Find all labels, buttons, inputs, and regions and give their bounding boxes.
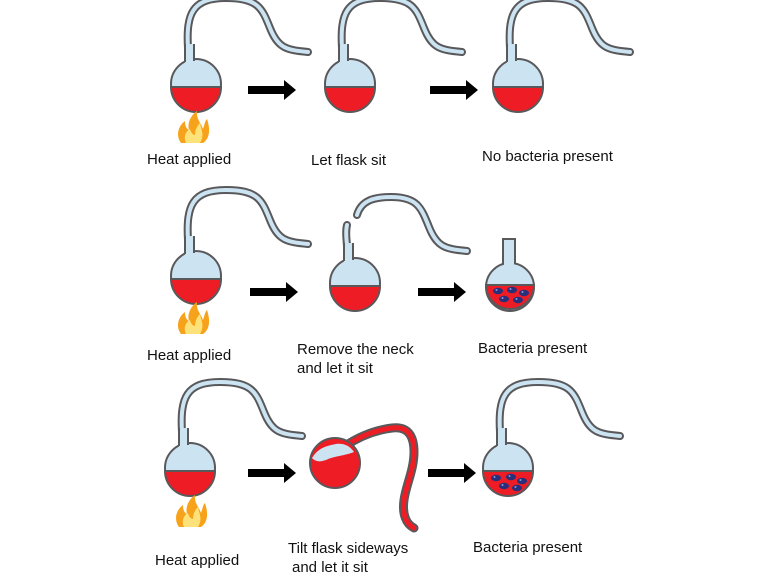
- row1-sitting-flask: [325, 0, 462, 112]
- row2-arrow-icon-2: [418, 282, 466, 302]
- row1-heat-label: Heat applied: [147, 151, 232, 168]
- row1-result-label: No bacteria present: [482, 148, 613, 165]
- row3-heat-label: Heat applied: [155, 552, 240, 569]
- row3-flame-icon: [176, 495, 208, 527]
- row3-heated-flask: [165, 382, 302, 496]
- row1-arrow-icon-1: [248, 80, 296, 100]
- row3-tilted-flask: [309, 423, 419, 533]
- row2-heat-label: Heat applied: [147, 347, 232, 364]
- row3-result-label: Bacteria present: [473, 539, 583, 556]
- row3-arrow-icon-2: [428, 463, 476, 483]
- row1-sit-label: Let flask sit: [311, 152, 387, 169]
- row2-result-label: Bacteria present: [478, 340, 588, 357]
- row1-sterile-flask: [493, 0, 630, 112]
- row2-arrow-icon-1: [250, 282, 298, 302]
- row3-contaminated-flask: [483, 382, 620, 496]
- row2-contaminated-flask: [484, 238, 536, 312]
- row1-arrow-icon-2: [430, 80, 478, 100]
- row2-remove-neck-label: Remove the neck and let it sit: [297, 340, 414, 378]
- row1-flame-icon: [178, 111, 210, 143]
- row2-flame-icon: [178, 302, 210, 334]
- row2-step2-line1: Remove the neck: [297, 341, 414, 358]
- row3-step2-line1: Tilt flask sideways: [288, 540, 409, 557]
- row3-step2-line2: and let it sit: [292, 559, 368, 576]
- row3-tilt-label: Tilt flask sideways and let it sit: [288, 539, 408, 577]
- row2-step2-line2: and let it sit: [297, 360, 373, 377]
- row2-broken-neck-flask: [328, 192, 471, 312]
- row3-arrow-icon-1: [248, 463, 296, 483]
